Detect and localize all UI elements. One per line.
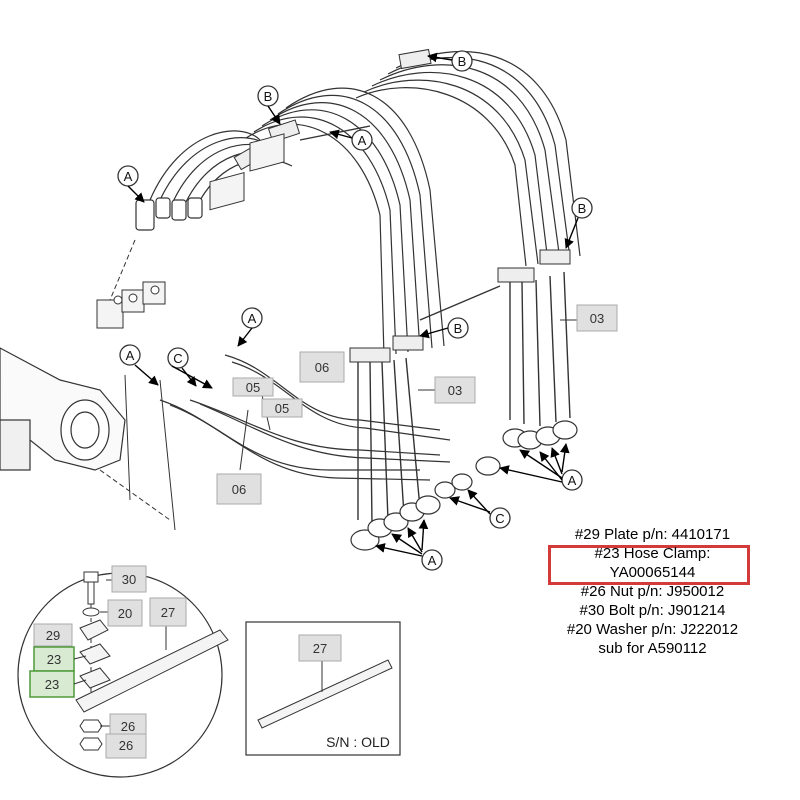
callout-a-label: A [568,473,577,488]
callout-b-2 [451,50,473,72]
callout-circles [117,50,593,571]
note-plate: #29 Plate p/n: 4410171 [574,526,731,543]
part-box-27-text: 27 [161,605,175,620]
fittings-front-right [350,420,578,551]
callout-letters: A B A B B A B A C A C A [124,54,587,568]
callout-c-1 [167,347,189,369]
part-box-20: 20 [107,599,143,627]
part-box-03-lower: 03 [434,376,476,404]
fittings-upper-left [135,197,203,231]
hose-drops-rear [509,271,571,427]
part-box-03-upper: 03 [576,304,618,332]
part-box-05-text: 05 [246,380,260,395]
leader-line-3 [159,379,176,531]
part-box-27-text: 27 [313,641,327,656]
part-box-26-text: 26 [121,719,135,734]
part-box-23-text: 23 [47,652,61,667]
leader-23-b [73,679,87,685]
callout-a-label: A [126,348,135,363]
part-box-03-text: 03 [448,383,462,398]
hose-clamp-blocks [233,48,571,363]
part-box-23-text: 23 [45,677,59,692]
leader-dashed [99,469,171,521]
part-box-06-text: 06 [232,482,246,497]
part-box-29-text: 29 [46,628,60,643]
hose-drops-front [357,357,421,526]
old-plate-inset: 27 S/N : OLD [245,621,401,756]
part-box-29: 29 [33,623,73,647]
callout-arrows [127,52,579,557]
leader-line-2 [124,374,131,501]
callout-b-label: B [454,321,463,336]
part-box-26-b: 26 [105,733,147,759]
note-nut: #26 Nut p/n: J950012 [580,583,725,600]
clamp-block-parts [96,133,285,329]
note-bolt: #30 Bolt p/n: J901214 [579,602,726,619]
hose-bundle-rear [355,50,581,267]
part-notes: #29 Plate p/n: 4410171 #23 Hose Clamp: Y… [540,525,765,658]
note-clamp-pn: YA00065144 [609,564,696,581]
callout-a-label: A [248,311,257,326]
leader-23-a [73,655,87,660]
sn-old-label: S/N : OLD [326,734,390,750]
callout-b-label: B [578,201,587,216]
callout-b-label: B [264,89,273,104]
part-box-03-text: 03 [590,311,604,326]
callout-b-3 [571,197,593,219]
callout-a-4 [119,344,141,366]
callout-a-2 [351,129,373,151]
callout-a-label: A [358,133,367,148]
callout-c-label: C [173,351,182,366]
part-box-23-b: 23 [29,670,75,698]
callout-a-6 [421,549,443,571]
callout-a-label: A [428,553,437,568]
hose-clamp-highlight [548,545,750,585]
callout-a-1 [117,165,139,187]
callout-a-label: A [124,169,133,184]
part-box-27-inset: 27 [149,597,187,627]
part-box-06-lower: 06 [216,473,262,505]
note-clamp-title: #23 Hose Clamp: [594,545,711,562]
callout-c-label: C [495,511,504,526]
support-rod-lower [419,285,501,321]
part-box-05-a: 05 [232,377,274,397]
note-washer: #20 Washer p/n: J222012 [566,621,739,638]
callout-b-label: B [458,54,467,69]
leader-line-5 [239,409,249,471]
part-box-06-upper: 06 [299,351,345,383]
part-box-20-text: 20 [118,606,132,621]
part-box-30: 30 [111,565,147,593]
part-box-06-text: 06 [315,360,329,375]
part-box-26-text: 26 [119,738,133,753]
callout-c-2 [489,507,511,529]
part-box-30-text: 30 [122,572,136,587]
note-sub: sub for A590112 [598,640,707,657]
leader-line [109,239,136,301]
boom-cylinder [0,347,126,471]
part-box-05-text: 05 [275,401,289,416]
part-box-05-b: 05 [261,398,303,418]
part-box-23-a: 23 [33,646,75,672]
